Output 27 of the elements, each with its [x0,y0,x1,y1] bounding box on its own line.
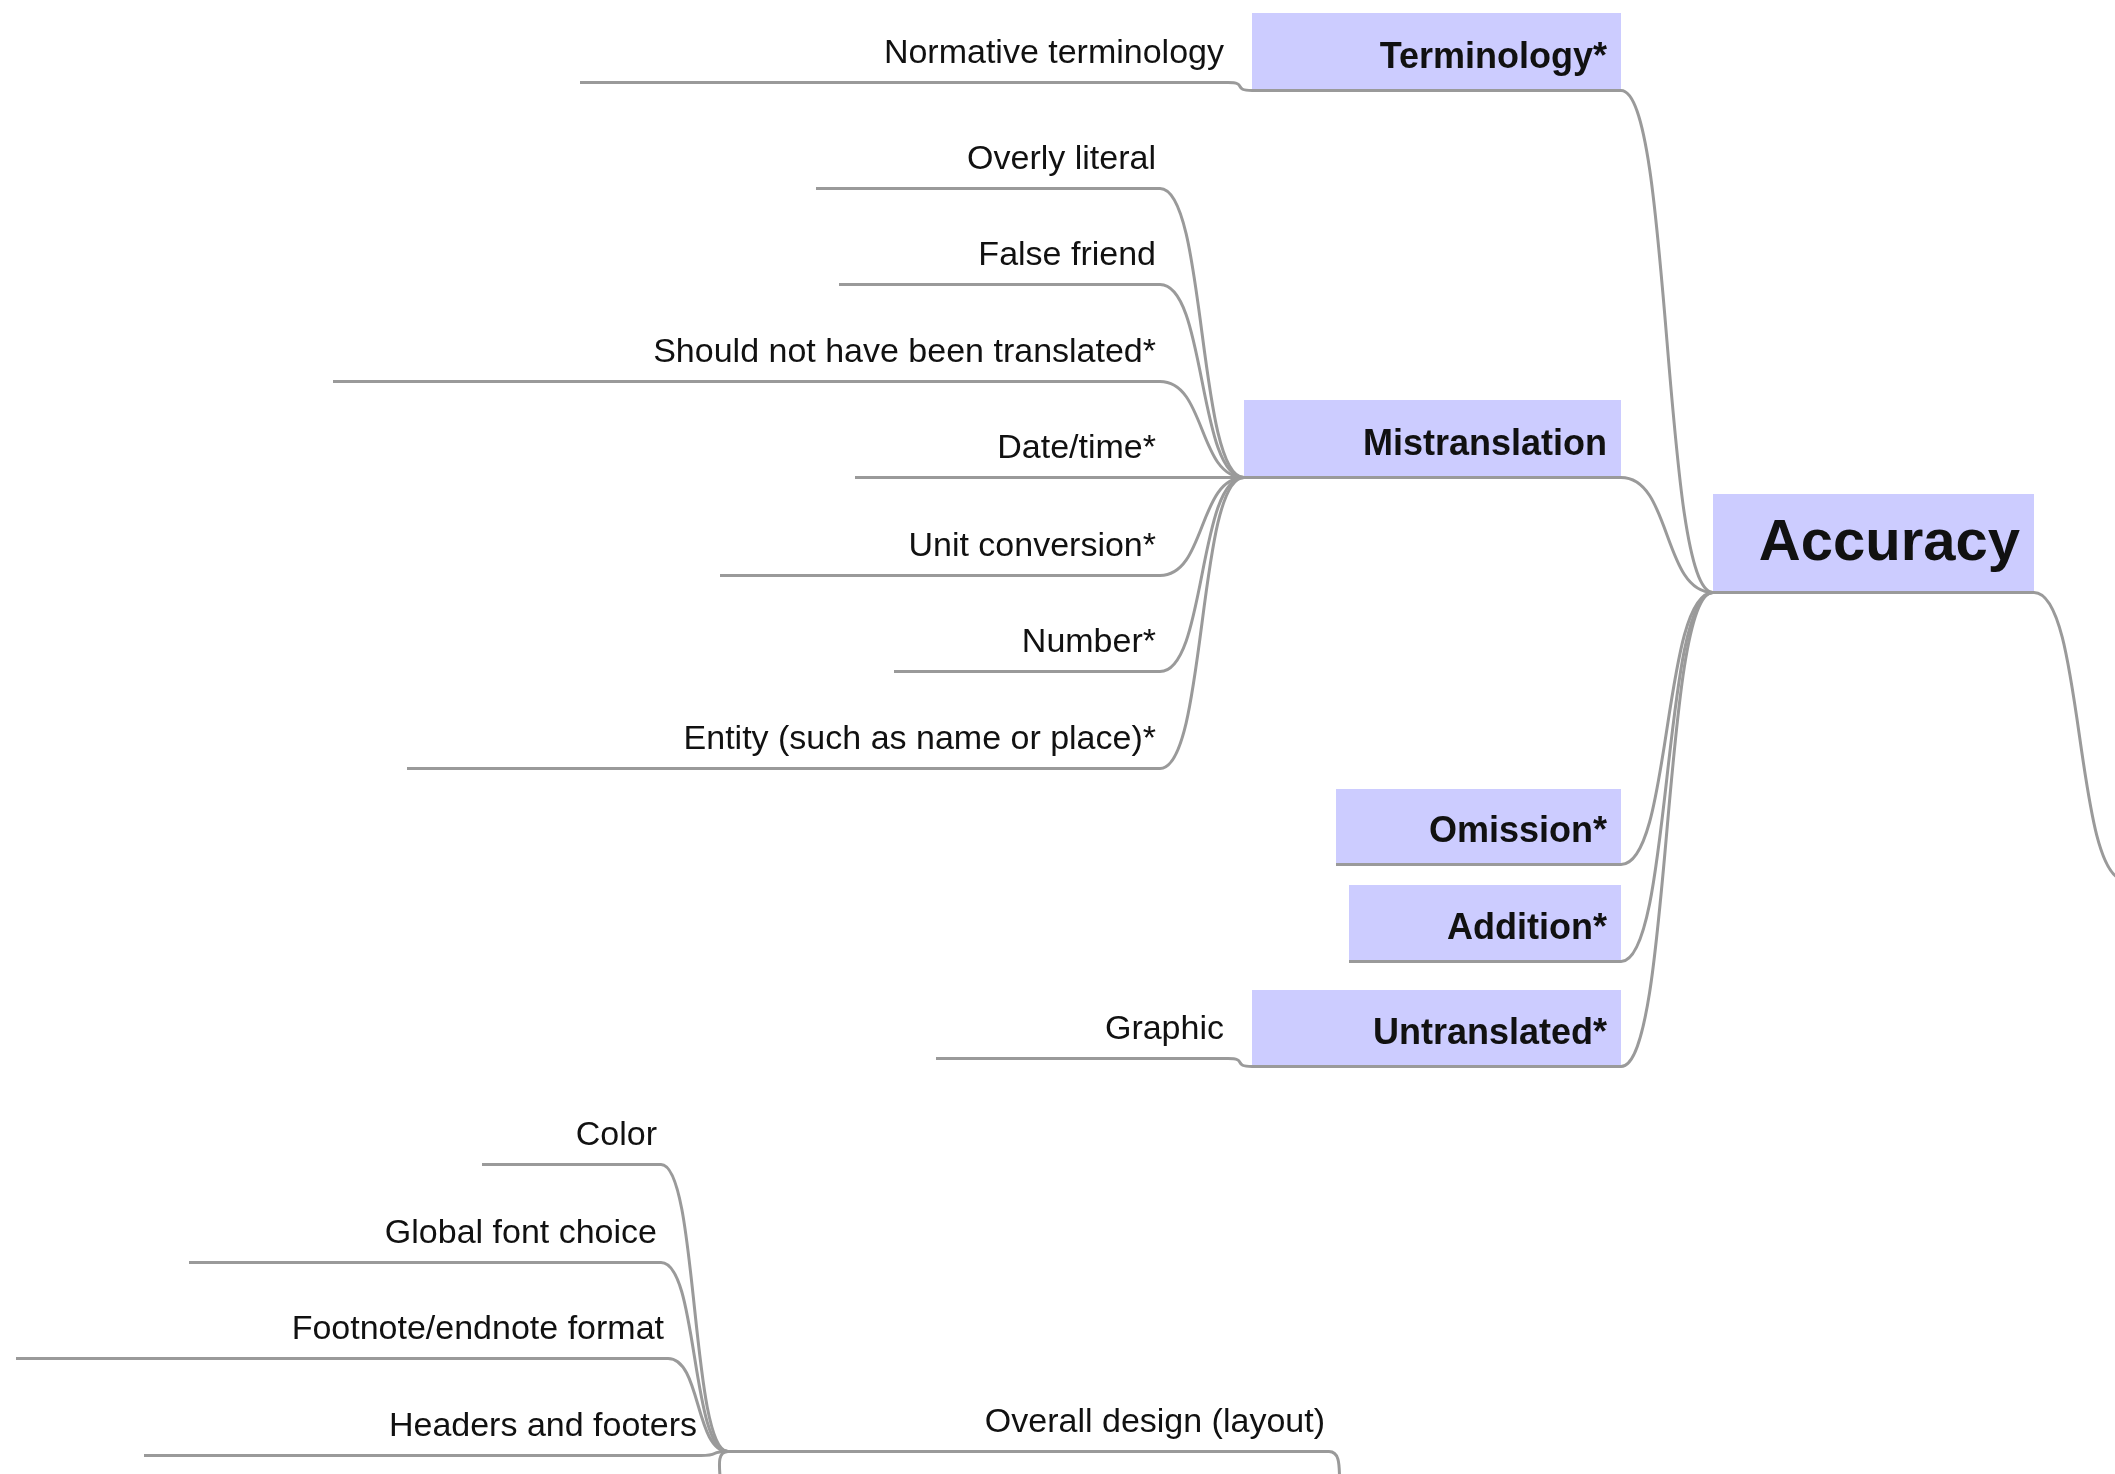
subtopic-label: Overall design (layout) [728,1389,1329,1453]
main-topic-box: Accuracy [1713,494,2034,594]
connector-line [1227,1057,1253,1068]
subtopic-label: False friend [839,222,1160,286]
topic-box: Mistranslation [1244,400,1621,479]
topic-box: Addition* [1349,885,1621,963]
subtopic-label: Entity (such as name or place)* [407,706,1160,770]
subtopic-label: Number* [894,609,1160,673]
subtopic-label: Unit conversion* [720,513,1160,577]
subtopic-label: Date/time* [855,415,1160,479]
subtopic-label: Should not have been translated* [333,319,1160,383]
subtopic-label: Footnote/endnote format [16,1296,668,1360]
subtopic-label: Overly literal [816,126,1160,190]
subtopic-label: Normative terminology [580,20,1228,84]
subtopic-label: Color [482,1102,661,1166]
subtopic-label: Headers and footers [144,1393,701,1457]
subtopic-label: Graphic [936,996,1228,1060]
topic-box: Untranslated* [1252,990,1621,1068]
connector-line [1620,591,1714,1068]
topic-box: Omission* [1336,789,1621,866]
connector-line [1159,476,1245,770]
connector-line [1227,81,1253,92]
subtopic-label: Global font choice [189,1200,661,1264]
connector-line [660,1163,729,1453]
connector-line [1620,89,1714,594]
connector-line [1159,187,1245,479]
topic-box: Terminology* [1252,13,1621,92]
